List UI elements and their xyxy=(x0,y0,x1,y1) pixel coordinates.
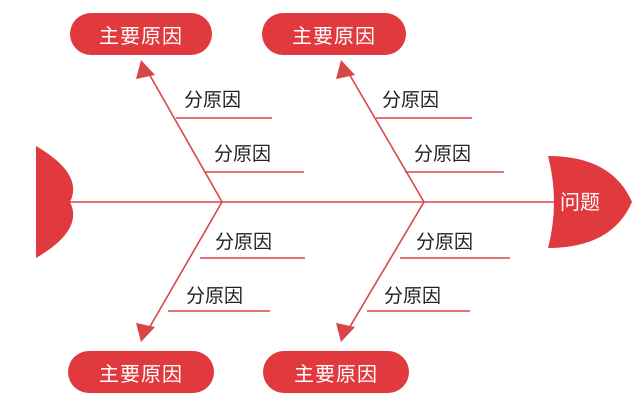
arrowhead-bottom-right xyxy=(336,323,355,342)
arrowhead-top-left xyxy=(136,60,155,79)
bone-bottom-left xyxy=(147,201,223,331)
problem-label: 问题 xyxy=(560,190,600,214)
sub-cause-label: 分原因 xyxy=(384,285,442,307)
sub-cause-label: 分原因 xyxy=(215,231,273,253)
fish-tail xyxy=(36,146,74,258)
bone-top-right xyxy=(347,71,425,203)
fish-head xyxy=(548,156,632,248)
sub-cause-label: 分原因 xyxy=(414,143,472,165)
main-cause-top-left: 主要原因 xyxy=(70,13,212,55)
main-cause-bottom-right: 主要原因 xyxy=(263,351,409,393)
bone-top-left xyxy=(147,71,223,203)
sub-cause-label: 分原因 xyxy=(382,89,440,111)
main-cause-top-right: 主要原因 xyxy=(262,13,406,55)
arrowhead-bottom-left xyxy=(136,323,155,342)
sub-cause-label: 分原因 xyxy=(184,89,242,111)
sub-cause-label: 分原因 xyxy=(214,143,272,165)
sub-cause-label: 分原因 xyxy=(416,231,474,253)
main-cause-bottom-left: 主要原因 xyxy=(68,351,214,393)
bone-bottom-right xyxy=(347,201,425,331)
arrowhead-top-right xyxy=(336,60,355,79)
sub-cause-label: 分原因 xyxy=(186,285,244,307)
